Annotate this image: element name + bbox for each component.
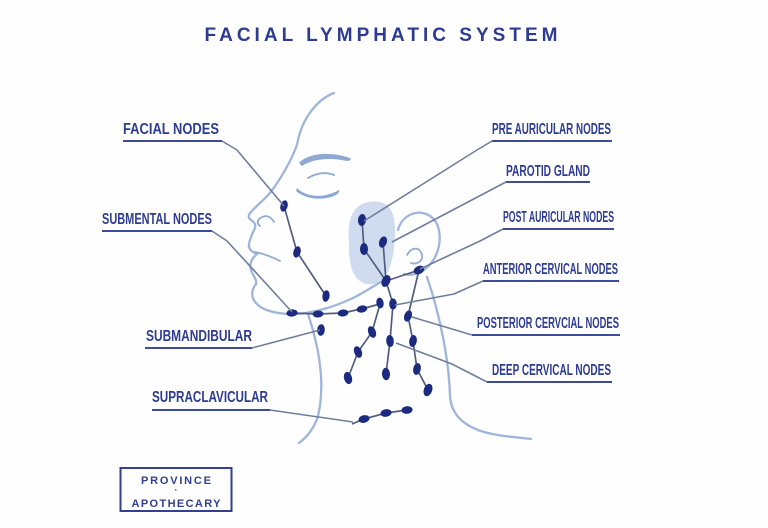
- label-parotid-gland: PAROTID GLAND: [391, 163, 590, 243]
- label-submental-nodes-text: SUBMENTAL NODES: [102, 211, 212, 228]
- node-chain-line: [347, 303, 381, 379]
- lymph-node: [423, 383, 433, 397]
- label-posterior-cervical-nodes-text: POSTERIOR CERVCIAL NODES: [477, 315, 619, 332]
- logo-separator-dot: ·: [175, 485, 178, 495]
- lymph-node: [380, 409, 392, 417]
- eye-crease-line: [307, 172, 335, 179]
- node-chain-line: [351, 409, 408, 425]
- label-posterior-cervical-nodes: POSTERIOR CERVCIAL NODES: [411, 315, 620, 336]
- parotid-gland-shape: [348, 201, 395, 285]
- lymph-node: [409, 335, 417, 347]
- leader-line: [211, 230, 293, 313]
- label-facial-nodes-text: FACIAL NODES: [123, 121, 219, 138]
- nostril-line: [256, 215, 275, 227]
- lymph-node: [358, 415, 370, 423]
- mouth-line: [254, 251, 281, 262]
- label-deep-cervical-nodes-text: DEEP CERVICAL NODES: [492, 362, 611, 379]
- label-parotid-gland-text: PAROTID GLAND: [506, 163, 590, 180]
- leader-line: [391, 181, 507, 243]
- lymph-node: [381, 275, 391, 287]
- label-deep-cervical-nodes: DEEP CERVICAL NODES: [395, 342, 612, 383]
- lymph-node: [360, 243, 368, 255]
- label-supraclavicular: SUPRACLAVICULAR: [152, 389, 354, 423]
- ear-outline: [396, 211, 441, 276]
- leader-line: [395, 342, 488, 383]
- label-submandibular-text: SUBMANDIBULAR: [146, 328, 252, 345]
- label-pre-auricular-nodes-text: PRE AURICULAR NODES: [492, 121, 611, 138]
- leader-line: [394, 280, 484, 306]
- label-anterior-cervical-nodes-text: ANTERIOR CERVICAL NODES: [483, 261, 618, 278]
- label-anterior-cervical-nodes: ANTERIOR CERVICAL NODES: [394, 261, 619, 306]
- label-post-auricular-nodes-text: POST AURICULAR NODES: [503, 209, 614, 226]
- lymph-node: [376, 297, 384, 309]
- lymph-node: [367, 326, 377, 338]
- lymph-node: [357, 214, 367, 226]
- lymph-node: [337, 309, 349, 317]
- lymph-node: [401, 406, 413, 414]
- node-chain-line: [385, 269, 420, 282]
- page-title: FACIAL LYMPHATIC SYSTEM: [205, 25, 558, 46]
- lymph-node: [381, 367, 391, 381]
- neck-back-shoulder-line: [425, 275, 533, 441]
- leader-line: [363, 140, 493, 222]
- face-illustration: [247, 91, 533, 445]
- leader-line: [269, 409, 354, 423]
- neck-front-line: [297, 312, 323, 445]
- label-facial-nodes: FACIAL NODES: [123, 121, 285, 207]
- node-chain-line: [283, 205, 327, 297]
- node-chain-line: [382, 241, 387, 282]
- eyebrow: [299, 153, 351, 166]
- label-post-auricular-nodes: POST AURICULAR NODES: [419, 209, 614, 270]
- label-supraclavicular-text: SUPRACLAVICULAR: [152, 389, 268, 406]
- lymph-nodes: [280, 200, 433, 423]
- node-chain-line: [385, 280, 394, 375]
- face-profile-line: [247, 91, 383, 316]
- leader-line: [419, 228, 504, 270]
- leader-line: [411, 316, 473, 336]
- lymph-node: [322, 290, 330, 302]
- logo-border-box: [119, 467, 233, 512]
- lymph-node: [356, 305, 368, 313]
- lymph-node: [286, 309, 298, 317]
- lymph-node: [317, 324, 325, 336]
- lymph-node: [413, 363, 421, 375]
- lymph-node: [353, 346, 363, 358]
- lymph-node: [312, 310, 324, 318]
- label-submental-nodes: SUBMENTAL NODES: [102, 211, 293, 313]
- lymph-node: [389, 298, 397, 310]
- label-pre-auricular-nodes: PRE AURICULAR NODES: [363, 121, 612, 222]
- leader-line: [251, 329, 321, 349]
- lymph-node: [386, 335, 394, 347]
- brand-logo: PROVINCE · APOTHECARY: [119, 467, 233, 512]
- lymph-node: [293, 246, 301, 258]
- lymph-node: [378, 236, 388, 248]
- ear-inner-line: [406, 247, 423, 265]
- lymph-node: [403, 310, 413, 322]
- leader-line: [221, 140, 285, 207]
- lymph-node: [343, 371, 353, 385]
- label-submandibular: SUBMANDIBULAR: [145, 328, 321, 349]
- eye-lash-line: [296, 188, 340, 199]
- logo-line2: APOTHECARY: [132, 498, 222, 510]
